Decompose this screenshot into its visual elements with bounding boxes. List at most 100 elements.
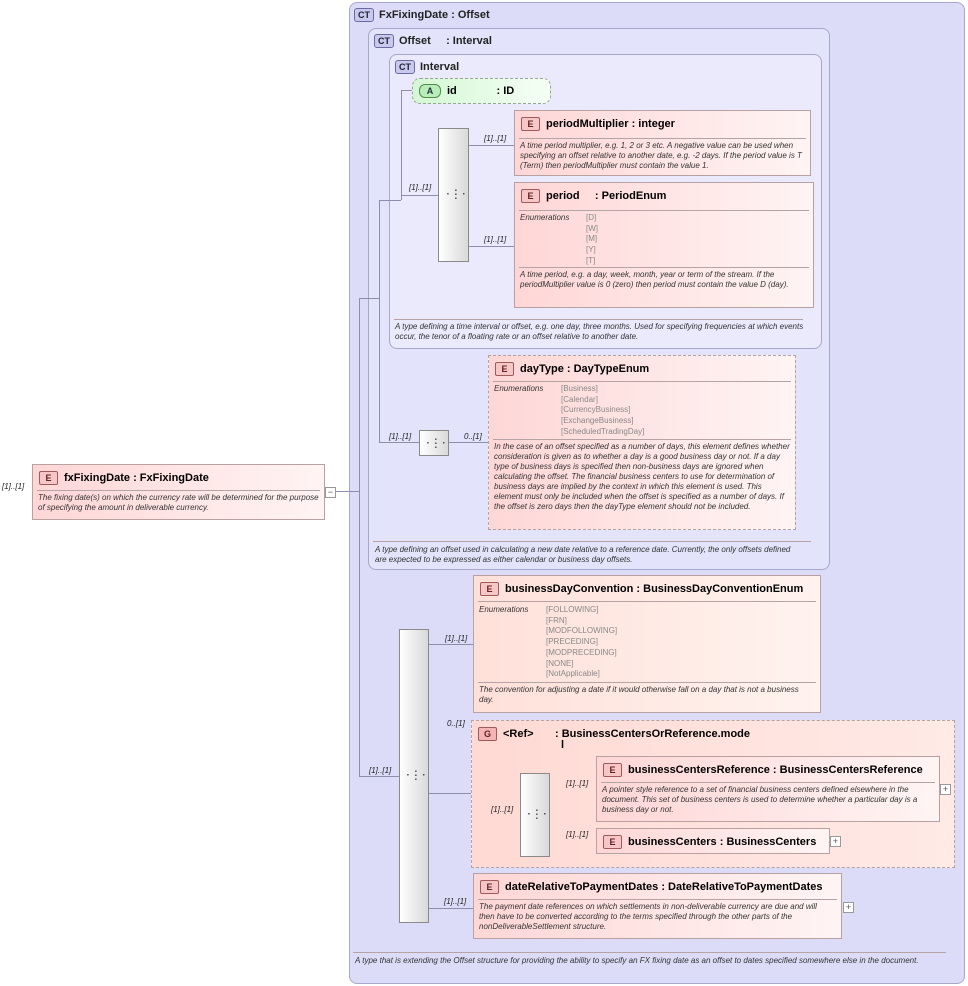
interval-sequence-compositor[interactable]: ⋅⋮⋅ bbox=[438, 128, 469, 262]
sequence-icon: ⋅⋮⋅ bbox=[406, 768, 426, 782]
enum-value: [Y] bbox=[586, 245, 596, 255]
connector-line bbox=[359, 776, 399, 777]
element-description: The convention for adjusting a date if i… bbox=[479, 685, 799, 704]
main-sequence-compositor[interactable]: ⋅⋮⋅ bbox=[399, 629, 429, 923]
complex-type-base: : Offset bbox=[451, 8, 490, 21]
enumeration-values: [Business] [Calendar] [CurrencyBusiness]… bbox=[561, 384, 644, 438]
enum-value: [Calendar] bbox=[561, 394, 598, 404]
enum-value: [ScheduledTradingDay] bbox=[561, 426, 645, 436]
connector-line bbox=[379, 200, 401, 201]
sequence-icon: ⋅⋮⋅ bbox=[527, 807, 547, 821]
root-multiplicity: [1]..[1] bbox=[2, 482, 25, 491]
element-icon: E bbox=[521, 189, 540, 203]
element-icon: E bbox=[521, 117, 540, 131]
period-multiplicity: [1]..[1] bbox=[484, 235, 507, 244]
expand-toggle[interactable]: + bbox=[940, 784, 951, 795]
element-icon: E bbox=[603, 835, 622, 849]
connector-line bbox=[469, 246, 514, 247]
element-type: : DateRelativeToPaymentDates bbox=[661, 880, 823, 893]
expand-toggle[interactable]: + bbox=[843, 902, 854, 913]
element-icon: E bbox=[495, 362, 514, 376]
group-sequence-multiplicity: [1]..[1] bbox=[491, 805, 514, 814]
element-description: A time period, e.g. a day, week, month, … bbox=[520, 270, 789, 289]
complex-type-icon: CT bbox=[354, 8, 374, 22]
enum-value: [T] bbox=[586, 255, 596, 265]
group-name: <Ref> bbox=[503, 727, 534, 740]
businesscenters-group-multiplicity: 0..[1] bbox=[447, 719, 465, 728]
complex-type-icon: CT bbox=[395, 60, 415, 74]
attribute-name: id bbox=[447, 84, 457, 97]
connector-line bbox=[449, 442, 488, 443]
element-type: : PeriodEnum bbox=[594, 189, 667, 202]
connector-line bbox=[429, 644, 473, 645]
group-type-continuation: l bbox=[561, 739, 565, 751]
element-description: A pointer style reference to a set of fi… bbox=[602, 785, 918, 814]
element-name: businessCentersReference bbox=[628, 763, 770, 776]
connector-line bbox=[469, 145, 514, 146]
enumerations-label: Enumerations bbox=[479, 605, 529, 614]
enum-value: [ExchangeBusiness] bbox=[561, 416, 634, 426]
element-name: fxFixingDate bbox=[64, 471, 131, 484]
enumerations-label: Enumerations bbox=[520, 213, 570, 222]
element-description: The fixing date(s) on which the currency… bbox=[38, 493, 319, 512]
connector-line bbox=[429, 793, 471, 794]
daterelativetopaymentdates-multiplicity: [1]..[1] bbox=[444, 897, 467, 906]
enum-value: [W] bbox=[586, 223, 598, 233]
connector-line bbox=[401, 90, 402, 200]
group-icon: G bbox=[478, 727, 497, 741]
element-name: periodMultiplier bbox=[546, 117, 629, 130]
complex-type-name: FxFixingDate bbox=[379, 8, 449, 21]
element-type: : BusinessCenters bbox=[719, 835, 817, 848]
connector-line bbox=[429, 908, 473, 909]
element-description: A time period multiplier, e.g. 1, 2 or 3… bbox=[520, 141, 802, 170]
complex-type-name: Interval bbox=[420, 60, 460, 73]
daytype-multiplicity: 0..[1] bbox=[464, 432, 482, 441]
interval-type-description: A type defining a time interval or offse… bbox=[395, 322, 804, 341]
enumeration-values: [FOLLOWING] [FRN] [MODFOLLOWING] [PRECED… bbox=[546, 605, 617, 680]
connector-line bbox=[379, 442, 419, 443]
daytype-sequence-compositor[interactable]: ⋅⋮⋅ bbox=[419, 430, 449, 456]
attribute-icon: A bbox=[419, 84, 441, 98]
attribute-type: : ID bbox=[496, 84, 515, 97]
group-sequence-compositor[interactable]: ⋅⋮⋅ bbox=[520, 773, 550, 857]
businessdayconvention-multiplicity: [1]..[1] bbox=[445, 634, 468, 643]
element-type: : BusinessDayConventionEnum bbox=[636, 582, 804, 595]
element-name: period bbox=[546, 189, 580, 202]
enumerations-label: Enumerations bbox=[494, 384, 544, 393]
element-type: : DayTypeEnum bbox=[566, 362, 650, 375]
element-icon: E bbox=[603, 763, 622, 777]
connector-line bbox=[359, 298, 379, 299]
periodmultiplier-multiplicity: [1]..[1] bbox=[484, 134, 507, 143]
enum-value: [MODFOLLOWING] bbox=[546, 626, 618, 636]
element-name: businessCenters bbox=[628, 835, 717, 848]
complex-type-base: : Interval bbox=[446, 34, 492, 47]
daytype-sequence-multiplicity: [1]..[1] bbox=[389, 432, 412, 441]
element-icon: E bbox=[480, 582, 499, 596]
businesscenters-multiplicity: [1]..[1] bbox=[566, 830, 589, 839]
connector-line bbox=[325, 491, 359, 492]
element-type: : BusinessCentersReference bbox=[772, 763, 923, 776]
enum-value: [CurrencyBusiness] bbox=[561, 405, 631, 415]
enum-value: [FOLLOWING] bbox=[546, 605, 599, 614]
complex-type-name: Offset bbox=[399, 34, 431, 47]
expand-toggle[interactable]: + bbox=[830, 836, 841, 847]
collapse-toggle[interactable]: − bbox=[325, 487, 336, 498]
enum-value: [M] bbox=[586, 234, 598, 244]
fxfixingdate-type-description: A type that is extending the Offset stru… bbox=[355, 956, 919, 965]
connector-line bbox=[401, 195, 438, 196]
interval-sequence-multiplicity: [1]..[1] bbox=[409, 183, 432, 192]
enum-value: [MODPRECEDING] bbox=[546, 647, 617, 657]
element-name: businessDayConvention bbox=[505, 582, 634, 595]
enum-value: [D] bbox=[586, 213, 597, 222]
sequence-icon: ⋅⋮⋅ bbox=[426, 436, 446, 450]
connector-line bbox=[359, 298, 360, 776]
